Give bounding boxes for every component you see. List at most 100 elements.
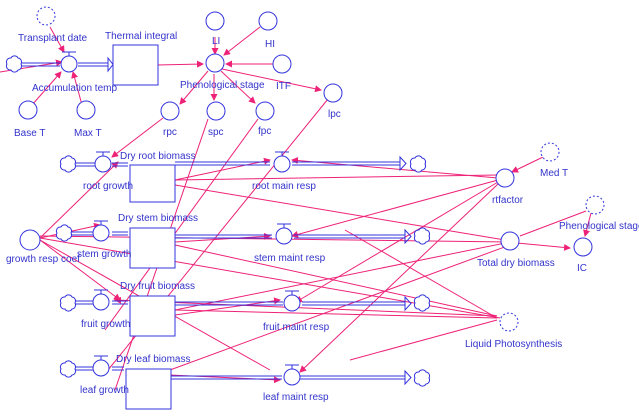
link <box>104 118 259 331</box>
label-ic: IC <box>577 263 587 274</box>
cloud-icon <box>5 55 23 73</box>
stock-dry-leaf-biomass[interactable] <box>125 368 172 410</box>
link <box>174 309 498 319</box>
cloud-icon <box>413 294 431 312</box>
link <box>349 319 498 361</box>
link <box>174 244 498 317</box>
stock-dry-stem-biomass[interactable] <box>129 227 176 269</box>
flow-root-main-resp[interactable] <box>273 151 291 173</box>
cloud-icon <box>409 155 427 173</box>
label-growth-resp-coef: growth resp coef <box>6 254 80 265</box>
flow-leaf-growth[interactable] <box>92 355 110 377</box>
label-dry-stem-biomass: Dry stem biomass <box>118 213 198 224</box>
label-li: LI <box>212 36 220 47</box>
label-dry-root-biomass: Dry root biomass <box>120 151 196 162</box>
pipe <box>175 301 405 306</box>
link <box>174 184 506 241</box>
link <box>299 183 499 373</box>
converter-transplant-date[interactable] <box>36 6 56 26</box>
label-dry-fruit-biomass: Dry fruit biomass <box>120 281 195 292</box>
converter-base-t[interactable] <box>18 100 38 120</box>
label-liquid-photosynthesis: Liquid Photosynthesis <box>465 339 562 350</box>
converter-growth-resp-coef[interactable] <box>19 229 41 251</box>
flows <box>60 51 301 386</box>
link <box>291 157 499 179</box>
converter-phenological-stage[interactable] <box>205 53 225 73</box>
pipe <box>75 162 128 167</box>
link <box>179 70 209 105</box>
converters <box>18 6 605 332</box>
pipe-arrow <box>404 228 412 245</box>
converter-hi[interactable] <box>258 11 278 31</box>
flow-fruit-maint-resp[interactable] <box>283 290 301 312</box>
converter-max-t[interactable] <box>76 100 96 120</box>
link <box>291 179 499 238</box>
connectors <box>0 26 592 391</box>
stock-dry-root-biomass[interactable] <box>129 164 176 203</box>
pipe-arrow <box>107 56 114 73</box>
link <box>31 71 62 106</box>
label-med-t: Med T <box>540 168 568 179</box>
flow-fruit-growth[interactable] <box>92 289 110 311</box>
flow-stem-maint-resp[interactable] <box>275 223 293 245</box>
link <box>516 242 571 251</box>
link <box>519 210 587 237</box>
flow-root-growth[interactable] <box>94 151 112 173</box>
link <box>49 26 65 53</box>
pipe <box>175 234 405 239</box>
label-root-main-resp: root main resp <box>252 181 316 192</box>
label-lpc: lpc <box>328 109 341 120</box>
converter-itf[interactable] <box>272 54 292 74</box>
converter-liquid-photosynthesis[interactable] <box>499 312 519 332</box>
flow-leaf-maint-resp[interactable] <box>283 364 301 386</box>
label-hi: HI <box>265 39 275 50</box>
stock-thermal-integral[interactable] <box>112 44 159 86</box>
converter-total-dry-biomass[interactable] <box>500 231 520 251</box>
label-stem-maint-resp: stem maint resp <box>254 253 326 264</box>
cloud-icon <box>59 155 77 173</box>
pipe <box>22 62 108 67</box>
converter-phenological-stage-ghost[interactable] <box>585 195 605 215</box>
converter-med-t[interactable] <box>540 142 560 162</box>
link <box>39 235 511 246</box>
flow-stem-growth[interactable] <box>92 220 110 242</box>
pipe <box>175 161 400 166</box>
label-fpc: fpc <box>258 126 271 137</box>
stock-dry-fruit-biomass[interactable] <box>129 295 176 337</box>
link <box>174 157 271 181</box>
converter-rpc[interactable] <box>160 101 180 121</box>
pipe-arrow <box>399 155 407 172</box>
converter-fpc[interactable] <box>255 101 275 121</box>
label-thermal-integral: Thermal integral <box>105 31 177 42</box>
label-rtfactor: rtfactor <box>492 195 524 206</box>
link <box>221 68 322 93</box>
link <box>114 296 498 317</box>
link <box>174 232 271 243</box>
label-transplant-date: Transplant date <box>18 33 88 44</box>
label-accumulation-temp: Accumulation temp <box>32 83 117 94</box>
label-rpc: rpc <box>163 127 177 138</box>
label-phenological-stage-ghost: Phenological stage <box>559 221 639 232</box>
converter-spc[interactable] <box>206 101 226 121</box>
converter-ic[interactable] <box>573 237 593 257</box>
label-dry-leaf-biomass: Dry leaf biomass <box>116 354 190 365</box>
label-spc: spc <box>208 127 224 138</box>
link <box>174 241 511 311</box>
converter-li[interactable] <box>205 11 225 31</box>
converter-lpc[interactable] <box>323 83 343 103</box>
pipe <box>75 300 128 305</box>
stocks <box>112 44 176 410</box>
link <box>156 60 204 68</box>
label-itf: ITF <box>276 81 291 92</box>
label-fruit-maint-resp: fruit maint resp <box>263 322 330 333</box>
pipe <box>170 375 405 380</box>
pipe <box>70 231 128 236</box>
label-leaf-maint-resp: leaf maint resp <box>263 392 329 403</box>
label-total-dry-biomass: Total dry biomass <box>477 258 555 269</box>
link <box>169 244 511 371</box>
flow-accumulation-temp[interactable] <box>60 51 78 73</box>
converter-rtfactor[interactable] <box>495 168 515 188</box>
label-max-t: Max T <box>74 128 102 139</box>
label-fruit-growth: fruit growth <box>81 319 130 330</box>
